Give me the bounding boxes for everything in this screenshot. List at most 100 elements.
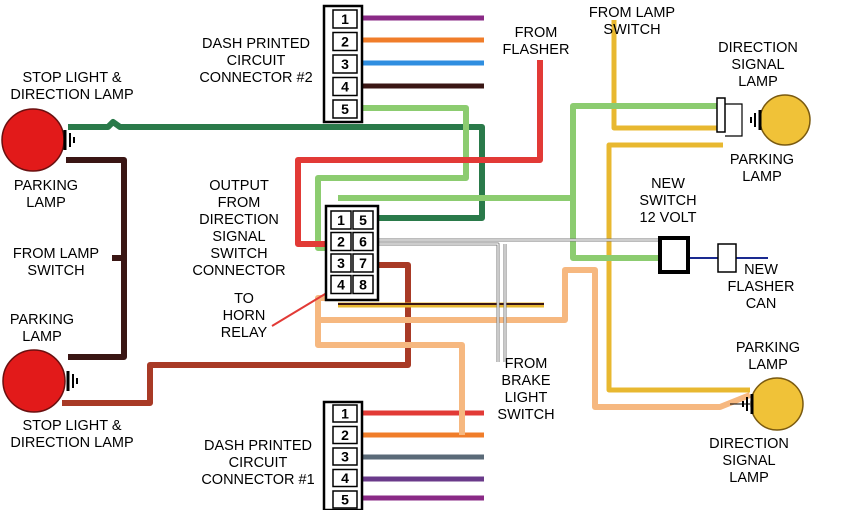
dash2-pin-2-cell [332,31,358,52]
dash1-pin-2-cell [332,425,358,445]
dash1-pin-3: 3 [341,449,349,465]
dash1-pin-3-cell [332,447,358,466]
label-stop-light-top-line: DIRECTION LAMP [10,87,133,103]
dash1-pin-2: 2 [341,427,349,443]
output-pin-3: 3 [337,255,345,271]
wire-red-flasher [295,60,543,247]
label-from-flasher-line: FLASHER [503,42,570,58]
label-output-connector-line: FROM [218,195,261,211]
label-horn-relay-line: HORN [223,308,266,324]
lamp-top-right-bulb [759,94,811,146]
wire-red-horn-arrow [271,287,336,327]
wire-gray-thin-2-core [375,243,499,362]
label-direction-signal-top-line: LAMP [738,74,778,90]
label-from-lamp-switch-left-line: FROM LAMP [13,246,99,262]
wire-light-green-c [570,198,662,261]
label-direction-signal-bottom-line: DIRECTION [709,436,789,452]
lamp-top-right-socket [716,97,726,133]
label-from-lamp-switch-left-line: SWITCH [27,263,84,279]
label-parking-lamp-left-top-line: LAMP [26,195,66,211]
new-switch-box [658,236,690,274]
output-pin-5: 5 [359,212,367,228]
dash1-pin-1: 1 [341,406,349,422]
wire-dark-green [68,119,485,221]
output-pin-5-cell [352,210,374,230]
wire-light-green-b [338,103,718,201]
label-new-switch-line: 12 VOLT [640,210,697,226]
output-pin-1-cell [330,210,352,230]
dash1-pin-5: 5 [341,492,349,508]
label-dash-connector-2-line: DASH PRINTED [202,36,310,52]
label-stop-light-bottom-line: DIRECTION LAMP [10,435,133,451]
label-from-brake-line: SWITCH [497,407,554,423]
label-dash-connector-1-line: CONNECTOR #1 [201,472,314,488]
output-pin-6: 6 [359,234,367,250]
output-pin-2: 2 [337,234,345,250]
lamp-top-right-neck [725,103,743,137]
label-output-connector-line: SIGNAL [212,229,265,245]
output-pin-2-cell [330,231,352,252]
lamp-bottom-right-bulb [750,377,804,431]
wires [62,15,768,501]
label-new-switch-line: SWITCH [639,193,696,209]
dash2-pin-5: 5 [341,101,349,117]
output-pin-1: 1 [337,212,345,228]
label-output-connector-line: OUTPUT [209,178,269,194]
label-from-flasher-line: FROM [515,25,558,41]
output-pin-4: 4 [337,277,345,293]
lamp-bottom-left-bulb [2,349,66,413]
dash2-pin-3: 3 [341,56,349,72]
label-direction-signal-bottom-line: SIGNAL [722,453,775,469]
label-dash-connector-1-line: CIRCUIT [229,455,288,471]
label-from-brake-line: LIGHT [505,390,548,406]
dash1-pin-4-cell [332,468,358,488]
label-from-lamp-switch-top-line: FROM LAMP [589,5,675,21]
lamp-top-right [716,94,811,146]
label-direction-signal-bottom-line: LAMP [729,470,769,486]
label-dash-connector-1-line: DASH PRINTED [204,438,312,454]
lamp-top-left-bulb [1,108,65,172]
label-parking-lamp-left-top-line: PARKING [14,178,78,194]
lamp-bottom-left [2,349,78,413]
dash2-pin-1: 1 [341,11,349,27]
wire-peach-right [318,267,752,410]
output-pin-4-cell [330,274,352,295]
output-pin-8-cell [352,274,374,295]
label-new-flasher-line: CAN [746,296,777,312]
label-from-brake-line: BRAKE [501,373,550,389]
label-direction-signal-top-line: DIRECTION [718,40,798,56]
label-horn-relay-line: TO [234,291,254,307]
label-output-connector-line: CONNECTOR [192,263,285,279]
label-from-lamp-switch-top-line: SWITCH [603,22,660,38]
label-parking-lamp-right-bottom-line: PARKING [736,340,800,356]
label-stop-light-top: STOP LIGHT &DIRECTION LAMP [10,70,133,103]
lamp-top-left [1,108,75,172]
output-pin-7-cell [352,253,374,273]
label-new-flasher-line: NEW [744,262,778,278]
output-pin-8: 8 [359,277,367,293]
label-horn-relay-line: RELAY [221,325,268,341]
wire-rust [62,262,411,406]
dash2-pin-4: 4 [341,79,349,95]
label-new-flasher-line: FLASHER [728,279,795,295]
dash2-pin-1-cell [332,9,358,29]
label-stop-light-bottom-line: STOP LIGHT & [22,418,121,434]
